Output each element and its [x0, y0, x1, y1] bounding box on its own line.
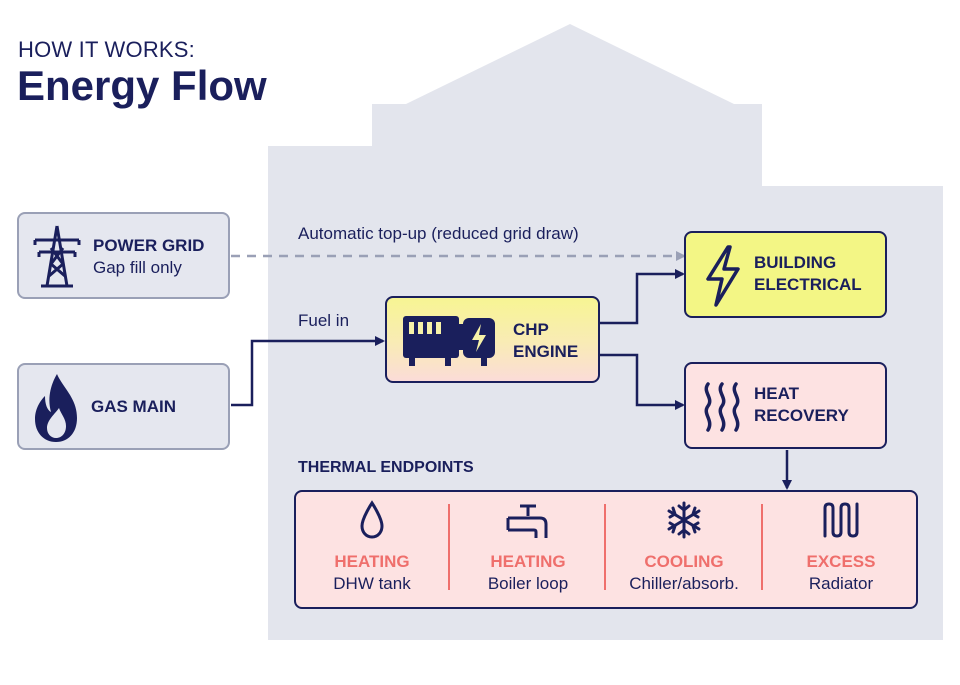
- water-drop-icon: [360, 500, 384, 539]
- endpoint-label: Boiler loop: [487, 574, 569, 593]
- chp-engine-box: CHP ENGINE: [385, 296, 600, 383]
- endpoint-item: EXCESS Radiator: [766, 500, 916, 595]
- chp-line1: CHP: [513, 320, 549, 339]
- snowflake-icon: [667, 501, 701, 539]
- gas-main-title: GAS MAIN: [91, 397, 176, 416]
- power-grid-title: POWER GRID: [93, 236, 205, 255]
- building-electrical-line2: ELECTRICAL: [754, 275, 862, 294]
- endpoint-divider: [448, 504, 450, 590]
- endpoint-item: HEATING Boiler loop: [453, 500, 603, 595]
- heat-recovery-box: HEAT RECOVERY: [684, 362, 887, 449]
- transmission-tower-icon: [33, 225, 81, 288]
- endpoint-label: DHW tank: [333, 574, 411, 593]
- endpoint-item: HEATING DHW tank: [297, 500, 447, 595]
- chp-line2: ENGINE: [513, 342, 579, 361]
- endpoint-label: Chiller/absorb.: [629, 574, 739, 593]
- endpoint-category: COOLING: [644, 552, 724, 571]
- endpoint-divider: [761, 504, 763, 590]
- power-grid-subtitle: Gap fill only: [93, 258, 182, 277]
- gas-main-box: GAS MAIN: [17, 363, 230, 450]
- lightning-bolt-icon: [706, 245, 740, 307]
- fuel-in-connector: [231, 336, 385, 407]
- pipe-valve-icon: [506, 504, 548, 538]
- heat-waves-icon: [704, 382, 740, 432]
- thermal-endpoints-box: [294, 490, 918, 609]
- header-kicker: HOW IT WORKS:: [18, 37, 195, 62]
- power-grid-box: POWER GRID Gap fill only: [17, 212, 230, 299]
- chp-to-electrical-connector: [600, 269, 685, 325]
- endpoint-divider: [604, 504, 606, 590]
- endpoint-category: EXCESS: [806, 552, 876, 571]
- endpoint-category: HEATING: [490, 552, 566, 571]
- heat-recovery-line1: HEAT: [754, 384, 800, 403]
- thermal-endpoints-title: THERMAL ENDPOINTS: [298, 459, 474, 476]
- chp-to-heat-connector: [600, 353, 685, 410]
- flame-icon: [35, 374, 77, 442]
- heat-recovery-line2: RECOVERY: [754, 406, 849, 425]
- endpoint-label: Radiator: [808, 574, 874, 593]
- top-up-label: Automatic top-up (reduced grid draw): [298, 224, 579, 243]
- endpoint-category: HEATING: [334, 552, 410, 571]
- radiator-icon: [823, 502, 859, 538]
- page-title: Energy Flow: [17, 62, 267, 109]
- building-electrical-line1: BUILDING: [754, 253, 837, 272]
- generator-icon: [403, 316, 495, 366]
- fuel-in-label: Fuel in: [298, 311, 350, 330]
- building-electrical-box: BUILDING ELECTRICAL: [684, 231, 887, 318]
- endpoint-item: COOLING Chiller/absorb.: [609, 500, 759, 595]
